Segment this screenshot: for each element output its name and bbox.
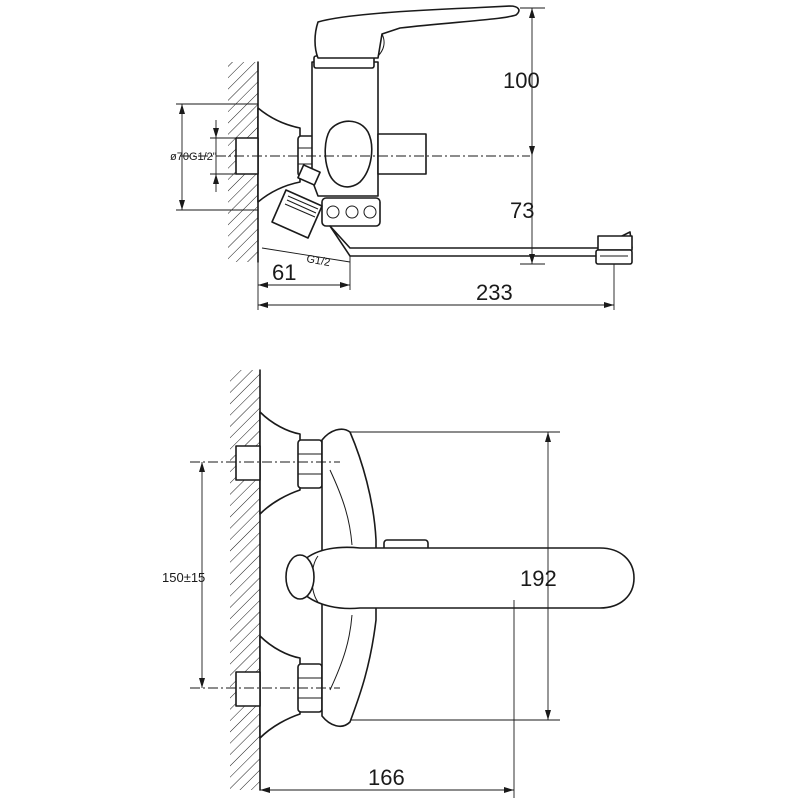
rosette-side [257,107,301,203]
dim-eccentric-label: G1/2 [305,253,331,269]
shower-outlet [377,133,427,175]
inlet-lower [235,635,323,739]
dim-spout-reach-label: 192 [520,566,557,591]
dim-thread-diameter: ø70G1/2" [170,103,258,211]
spout-tip [597,235,633,251]
dim-wall-offset: 61 [257,256,351,310]
eccentric-thread-angled [271,164,323,239]
inlet-upper [235,411,323,515]
spout-collar [321,197,381,227]
handle-lever-top [297,546,635,610]
aerator [595,249,633,265]
side-view: 100 73 ø70G1/2" G1/2 [170,5,633,310]
dim-height: 100 [503,7,545,156]
dim-body-depth: 166 [260,600,515,798]
handle-cap [285,554,315,600]
handle-lever-side [314,5,520,59]
dim-center-distance-label: 150±15 [162,570,205,585]
dim-spout-height-label: 73 [510,198,534,223]
dim-center-distance: 150±15 [162,462,205,688]
top-view: 150±15 192 166 [162,369,635,798]
dim-wall-offset-label: 61 [272,260,296,285]
diverter-knob-side [324,120,373,188]
dim-body-depth-label: 166 [368,765,405,790]
dim-eccentric: G1/2 [261,247,351,269]
dim-spout-height: 73 [510,156,545,265]
dim-total-length: 233 [258,264,615,310]
dim-total-length-label: 233 [476,280,513,305]
spout-side [329,225,633,257]
wall-hatch-bottom [230,370,260,790]
dim-height-label: 100 [503,68,540,93]
dim-thread-label: ø70G1/2" [170,151,217,163]
dim-spout-reach: 192 [350,431,560,721]
